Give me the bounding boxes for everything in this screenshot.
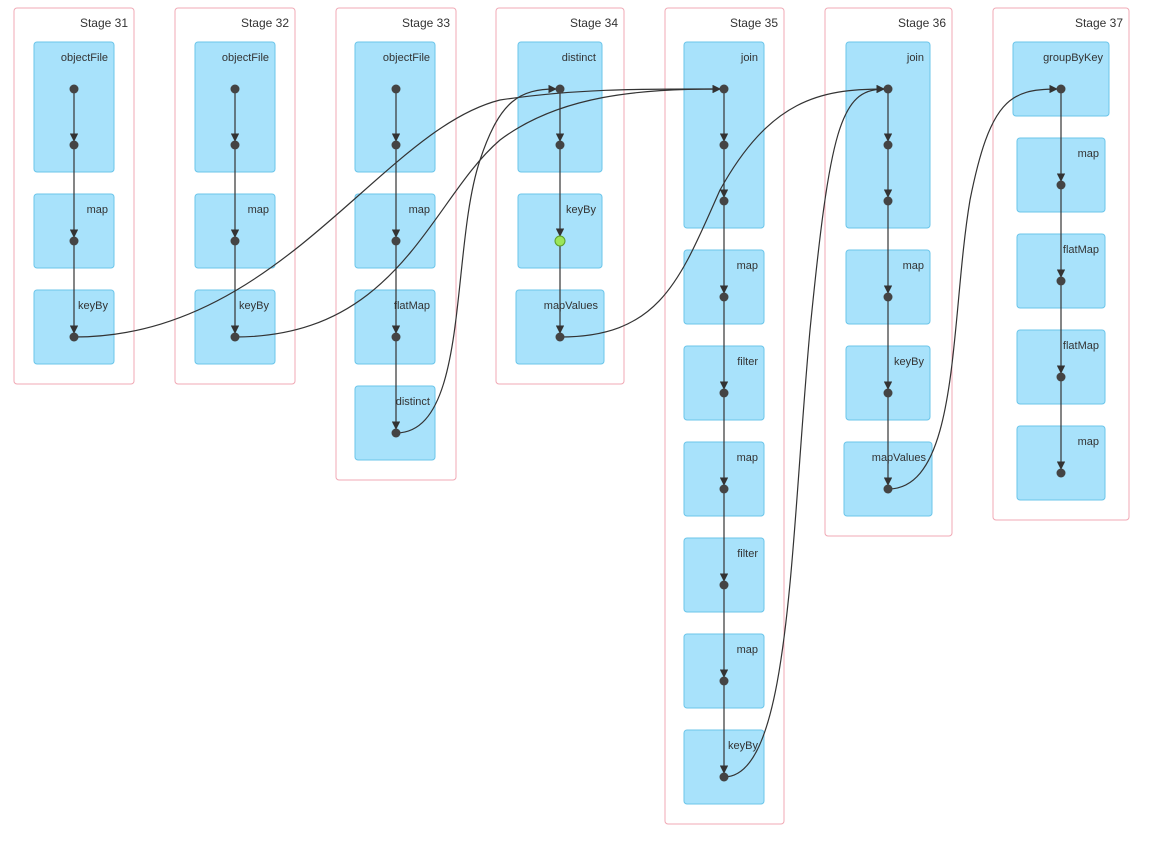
stage-35-box xyxy=(664,7,785,825)
op-label: map xyxy=(737,644,758,656)
stage-35-label: Stage 35 xyxy=(730,16,778,30)
node-dot[interactable] xyxy=(719,84,729,94)
node-dot[interactable] xyxy=(230,332,240,342)
edge-stage35-to-stage36 xyxy=(723,84,885,778)
node-dot[interactable] xyxy=(883,196,893,206)
op-label: keyBy xyxy=(728,740,758,752)
node-dot[interactable] xyxy=(391,428,401,438)
op-label: map xyxy=(1078,436,1099,448)
nodes xyxy=(69,84,1066,782)
edge-stage32-to-stage35 xyxy=(234,84,721,338)
op-label: map xyxy=(737,452,758,464)
stage-31-box xyxy=(13,7,135,385)
node-dot[interactable] xyxy=(719,676,729,686)
edge-stage34-to-stage36 xyxy=(559,84,885,338)
stage-37-box xyxy=(992,7,1130,521)
op-label: map xyxy=(737,260,758,272)
node-dot[interactable] xyxy=(69,332,79,342)
op-label: distinct xyxy=(562,52,596,64)
op-label: keyBy xyxy=(566,204,596,216)
stage-37-label: Stage 37 xyxy=(1075,16,1123,30)
cross-stage-edges xyxy=(73,84,1058,778)
op-label: distinct xyxy=(396,396,430,408)
op-label: join xyxy=(740,52,758,64)
node-dot[interactable] xyxy=(69,84,79,94)
stage-36-box xyxy=(824,7,953,537)
op-label: filter xyxy=(737,356,758,368)
stage-33-label: Stage 33 xyxy=(402,16,450,30)
op-label: flatMap xyxy=(394,300,430,312)
node-dot[interactable] xyxy=(883,484,893,494)
node-dot[interactable] xyxy=(391,84,401,94)
op-label: filter xyxy=(737,548,758,560)
op-label: mapValues xyxy=(872,452,927,464)
op-label: keyBy xyxy=(894,356,924,368)
op-label: objectFile xyxy=(222,52,269,64)
node-dot[interactable] xyxy=(719,484,729,494)
node-dot[interactable] xyxy=(555,332,565,342)
node-dot[interactable] xyxy=(1056,276,1066,286)
op-label: join xyxy=(906,52,924,64)
op-label: flatMap xyxy=(1063,340,1099,352)
node-dot[interactable] xyxy=(230,140,240,150)
op-label: map xyxy=(1078,148,1099,160)
node-dot[interactable] xyxy=(719,388,729,398)
edge-stage31-to-stage35 xyxy=(73,84,721,338)
node-dot[interactable] xyxy=(719,772,729,782)
node-dot[interactable] xyxy=(555,140,565,150)
node-dot[interactable] xyxy=(883,292,893,302)
node-dot[interactable] xyxy=(719,580,729,590)
node-dot[interactable] xyxy=(69,236,79,246)
op-label: map xyxy=(409,204,430,216)
stage-33-box xyxy=(335,7,457,481)
stage-32-box xyxy=(174,7,296,385)
node-dot[interactable] xyxy=(555,84,565,94)
node-dot[interactable] xyxy=(1056,180,1066,190)
stage-32-label: Stage 32 xyxy=(241,16,289,30)
node-dot[interactable] xyxy=(69,140,79,150)
node-dot[interactable] xyxy=(230,236,240,246)
node-dot[interactable] xyxy=(391,140,401,150)
stage-31-label: Stage 31 xyxy=(80,16,128,30)
node-dot[interactable] xyxy=(1056,372,1066,382)
op-box[interactable] xyxy=(354,41,436,173)
op-label: keyBy xyxy=(78,300,108,312)
node-dot[interactable] xyxy=(883,84,893,94)
op-label: map xyxy=(87,204,108,216)
op-label: objectFile xyxy=(61,52,108,64)
op-label: map xyxy=(248,204,269,216)
stage-35: Stage 35 join map filter map filter map … xyxy=(664,7,785,825)
node-dot[interactable] xyxy=(391,332,401,342)
stage-36-label: Stage 36 xyxy=(898,16,946,30)
op-label: groupByKey xyxy=(1043,52,1103,64)
node-dot[interactable] xyxy=(719,196,729,206)
stage-34-label: Stage 34 xyxy=(570,16,618,30)
node-dot[interactable] xyxy=(883,388,893,398)
node-dot[interactable] xyxy=(883,140,893,150)
op-label: map xyxy=(903,260,924,272)
stage-34-box xyxy=(495,7,625,385)
node-dot[interactable] xyxy=(1056,84,1066,94)
node-dot[interactable] xyxy=(1056,468,1066,478)
op-label: objectFile xyxy=(383,52,430,64)
op-label: flatMap xyxy=(1063,244,1099,256)
intra-stage-edges xyxy=(69,89,1066,774)
node-dot[interactable] xyxy=(719,140,729,150)
edge-stage36-to-stage37 xyxy=(887,84,1058,490)
node-dot[interactable] xyxy=(230,84,240,94)
node-dot-highlighted[interactable] xyxy=(554,235,566,247)
edge-stage33-to-stage34 xyxy=(395,84,557,434)
node-dot[interactable] xyxy=(391,236,401,246)
node-dot[interactable] xyxy=(719,292,729,302)
op-label: mapValues xyxy=(544,300,599,312)
op-label: keyBy xyxy=(239,300,269,312)
